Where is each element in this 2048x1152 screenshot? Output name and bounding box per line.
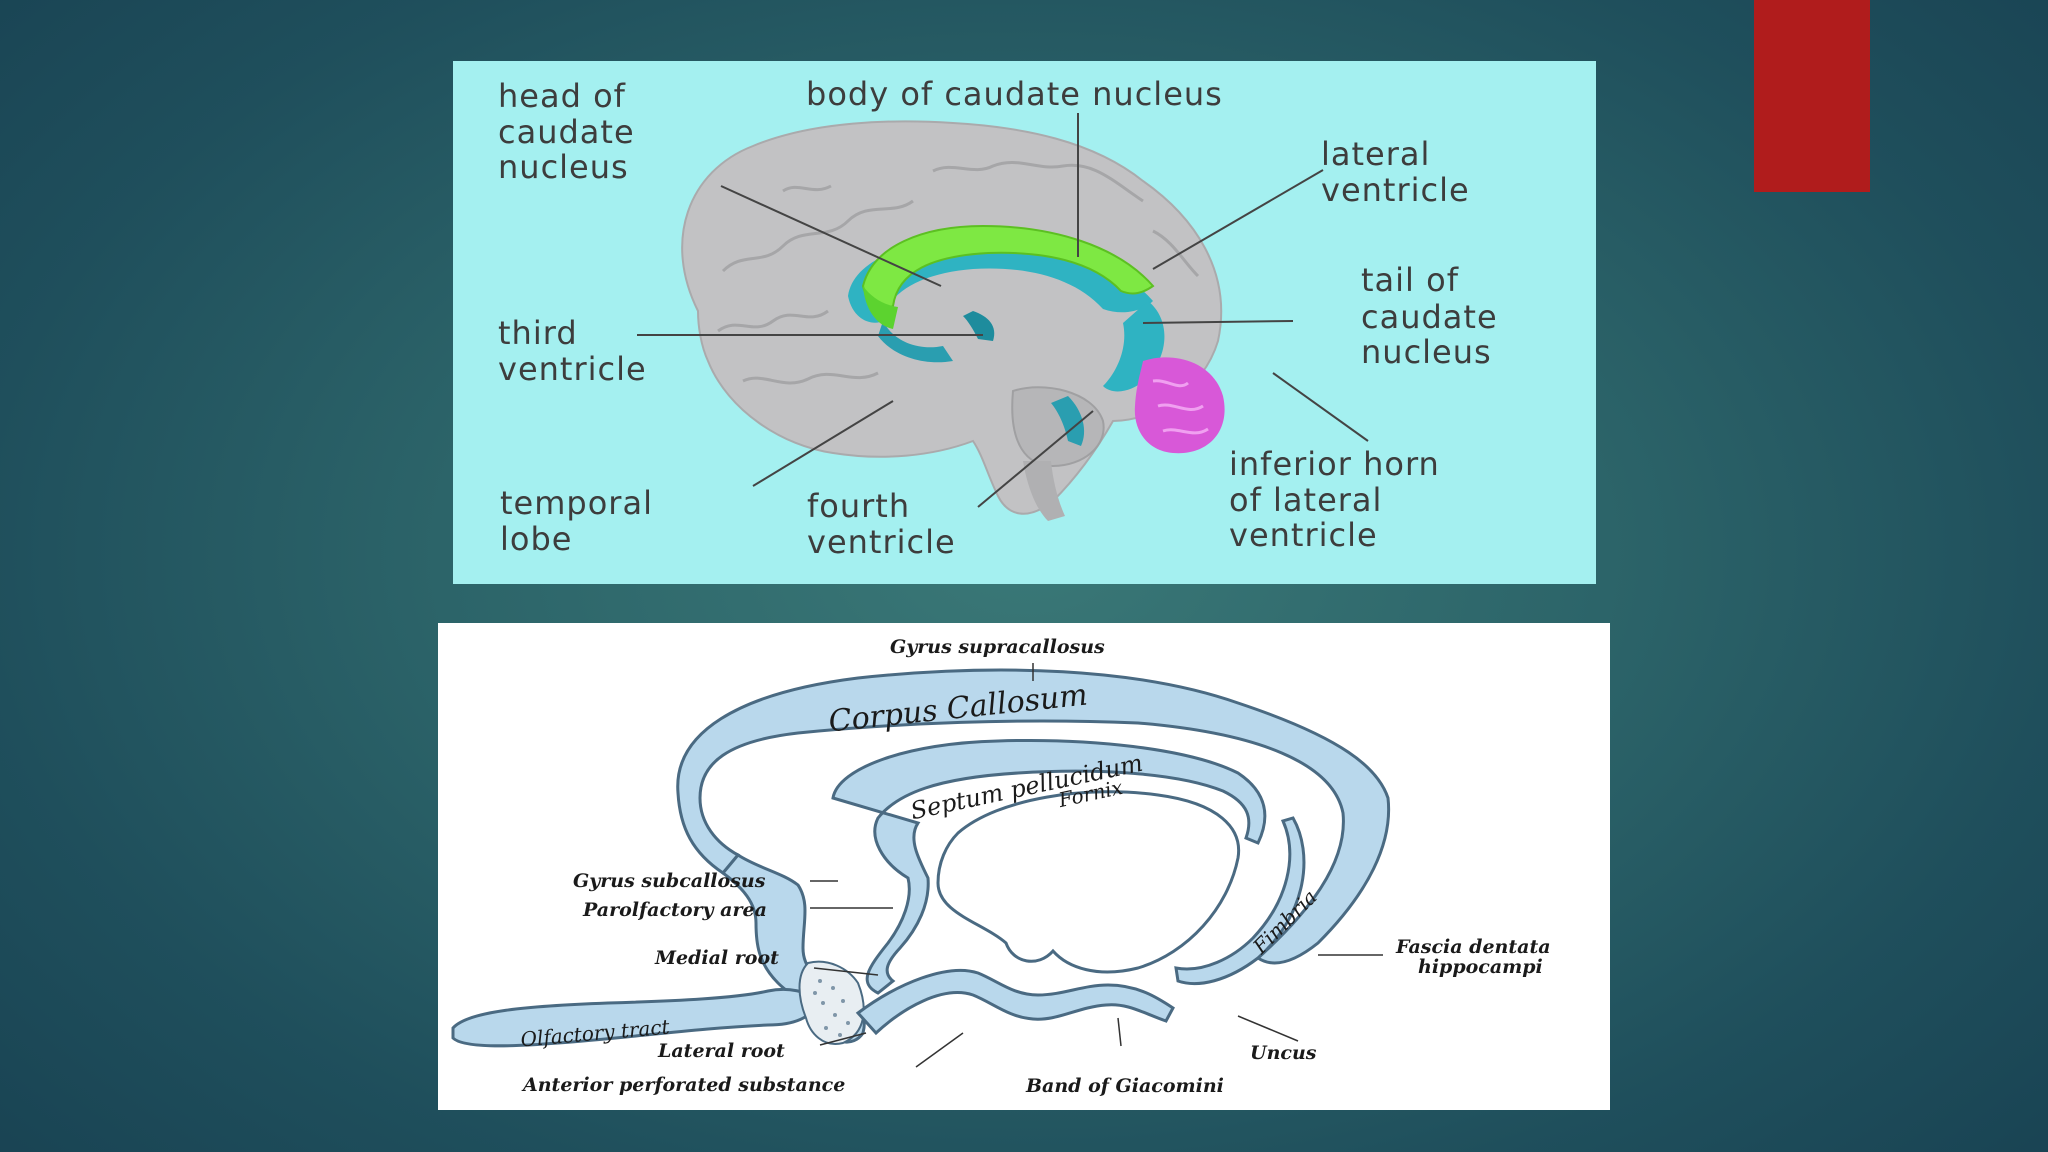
label-medial-root: Medial root xyxy=(654,947,779,969)
label-head-caudate-2: caudate xyxy=(498,113,635,151)
label-tail-caudate-3: nucleus xyxy=(1361,333,1492,371)
label-gyrus-supracallosus: Gyrus supracallosus xyxy=(890,636,1105,658)
accent-bar xyxy=(1754,0,1870,192)
fimbria-shape xyxy=(1174,816,1306,986)
label-fourth-ventricle-1: fourth xyxy=(807,487,910,525)
caudate-nucleus-shape xyxy=(861,224,1155,309)
label-anterior-perforated-substance: Anterior perforated substance xyxy=(521,1074,845,1096)
caudate-ventricle-diagram: head of caudate nucleus body of caudate … xyxy=(453,61,1596,584)
label-fascia-dentata-2: hippocampi xyxy=(1418,956,1543,978)
label-inferior-horn-3: ventricle xyxy=(1229,516,1378,554)
label-third-ventricle-2: ventricle xyxy=(498,350,647,388)
label-body-caudate: body of caudate nucleus xyxy=(806,75,1223,113)
label-lateral-ventricle-1: lateral xyxy=(1321,135,1430,173)
label-fourth-ventricle-2: ventricle xyxy=(807,523,956,561)
label-head-caudate-3: nucleus xyxy=(498,148,629,186)
label-lateral-ventricle-2: ventricle xyxy=(1321,171,1470,209)
label-third-ventricle-1: third xyxy=(498,314,578,352)
label-temporal-lobe-2: lobe xyxy=(500,520,572,558)
caudate-ventricle-svg: head of caudate nucleus body of caudate … xyxy=(498,75,1498,561)
hippocampus-shape xyxy=(1134,357,1225,454)
leader-lines xyxy=(637,113,1369,508)
bottom-leader-lines xyxy=(810,663,1383,1068)
label-lateral-root: Lateral root xyxy=(657,1040,785,1062)
label-band-of-giacomini: Band of Giacomini xyxy=(1025,1075,1224,1097)
label-head-caudate-1: head of xyxy=(498,77,626,115)
anterior-perforated-substance-shape xyxy=(798,960,865,1045)
label-parolfactory-area: Parolfactory area xyxy=(582,899,767,921)
limbic-olfactory-diagram: Gyrus supracallosus Corpus Callosum Sept… xyxy=(438,623,1610,1110)
uncus-shape xyxy=(855,968,1175,1036)
label-tail-caudate-1: tail of xyxy=(1361,261,1459,299)
label-fascia-dentata-1: Fascia dentata xyxy=(1395,936,1551,958)
corpus-callosum-shape xyxy=(676,668,1391,965)
label-inferior-horn-2: of lateral xyxy=(1229,481,1382,519)
label-inferior-horn-1: inferior horn xyxy=(1229,445,1440,483)
label-uncus: Uncus xyxy=(1250,1042,1317,1064)
label-tail-caudate-2: caudate xyxy=(1361,298,1498,336)
label-temporal-lobe-1: temporal xyxy=(500,484,653,522)
septum-fornix-shape xyxy=(831,738,1267,995)
perforated-dots xyxy=(813,979,850,1037)
limbic-olfactory-svg: Gyrus supracallosus Corpus Callosum Sept… xyxy=(451,636,1551,1097)
label-gyrus-subcallosus: Gyrus subcallosus xyxy=(573,870,766,892)
